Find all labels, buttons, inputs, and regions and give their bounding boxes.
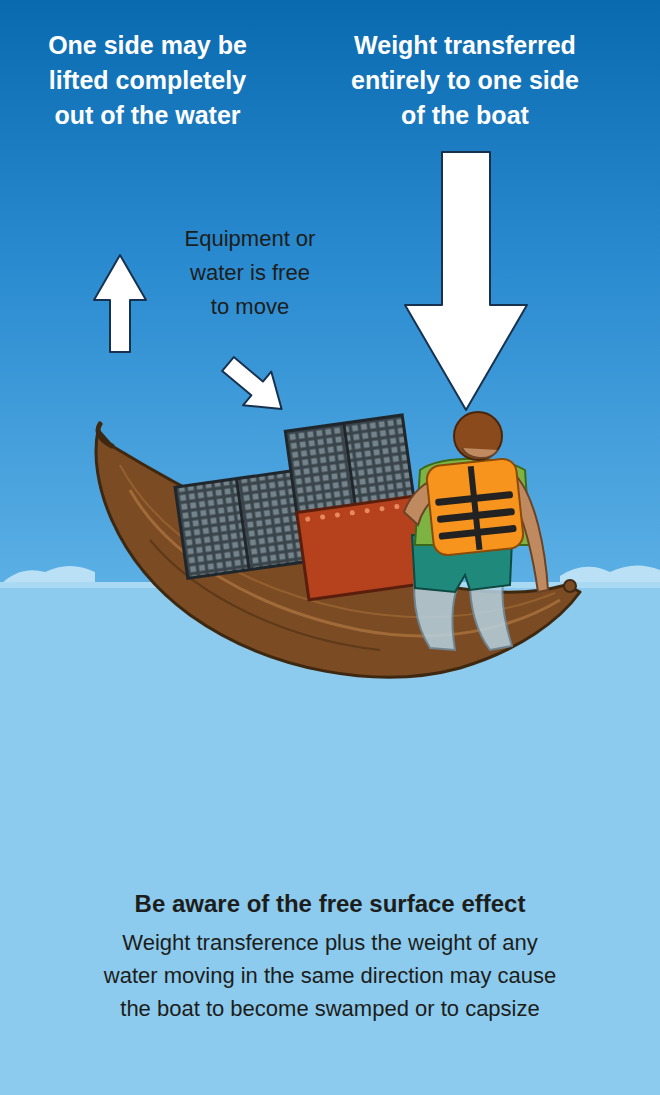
sky bbox=[0, 0, 660, 590]
bow-tip bbox=[98, 424, 112, 446]
callout-label: Equipment or water is free to move bbox=[180, 222, 320, 324]
movement-arrow bbox=[214, 347, 296, 426]
callout-label: Weight transferred entirely to one side … bbox=[345, 28, 585, 133]
crate-stack bbox=[169, 414, 429, 616]
warning-body: Weight transference plus the weight of a… bbox=[95, 926, 565, 1025]
gunwale-knob bbox=[564, 580, 576, 592]
weight-arrow bbox=[405, 152, 527, 410]
warning-heading: Be aware of the free surface effect bbox=[20, 888, 640, 920]
lift-arrow bbox=[94, 255, 146, 352]
callout-label: One side may be lifted completely out of… bbox=[40, 28, 255, 133]
person bbox=[404, 412, 548, 650]
